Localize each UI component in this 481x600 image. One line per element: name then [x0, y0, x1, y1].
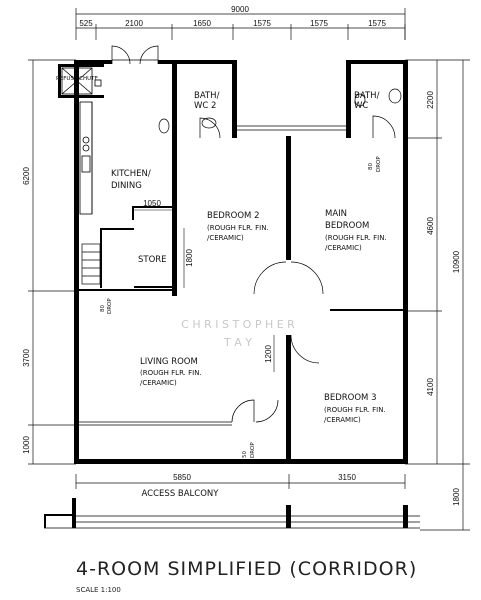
dim-right-4100: 4100	[426, 378, 435, 396]
bedroom2-label: BEDROOM 2	[207, 211, 259, 221]
bottom-dimensions	[75, 474, 406, 489]
dim-bottom-3150: 3150	[338, 473, 356, 482]
bath-wc-label-1: BATH/	[354, 91, 380, 101]
drop80-left-num: 80	[100, 305, 106, 312]
watermark-line-2: T A Y	[223, 336, 252, 349]
dim-top-2100: 2100	[125, 19, 143, 28]
dim-top-525: 525	[79, 19, 93, 28]
kitchen-label-2: DINING	[111, 181, 142, 191]
bath-wc2-label-1: BATH/	[194, 91, 220, 101]
drop80-left-text: DROP	[107, 298, 113, 314]
dim-right-2200: 2200	[426, 91, 435, 109]
bedroom3-finish-2: /CERAMIC)	[324, 416, 361, 424]
dim-store-1800: 1800	[185, 249, 194, 267]
bath-wc-label-2: WC	[354, 101, 368, 111]
bedroom3-finish-1: (ROUGH FLR. FIN.	[324, 406, 386, 414]
dim-door-1200: 1200	[264, 345, 273, 363]
main-bedroom-finish-1: (ROUGH FLR. FIN.	[325, 234, 387, 242]
drop50-text: DROP	[250, 442, 256, 458]
drop80-right-num: 80	[368, 163, 374, 170]
main-bedroom-finish-2: /CERAMIC)	[325, 244, 362, 252]
drop80-right-text: DROP	[376, 156, 382, 172]
living-finish-2: /CERAMIC)	[140, 379, 177, 387]
watermark-line-1: C H R I S T O P H E R	[181, 318, 295, 331]
living-label: LIVING ROOM	[140, 357, 198, 367]
main-bedroom-label-2: BEDROOM	[325, 221, 369, 231]
living-window	[79, 421, 232, 426]
inner-dim-lines	[134, 209, 275, 372]
step-stair	[81, 243, 101, 285]
dim-store-1050: 1050	[143, 199, 161, 208]
refuse-chute-symbol	[61, 67, 102, 95]
top-dimensions	[75, 8, 406, 40]
dim-bottom-5850: 5850	[173, 473, 191, 482]
access-balcony-label: ACCESS BALCONY	[142, 489, 220, 499]
bedroom3-label: BEDROOM 3	[324, 393, 376, 403]
dim-top-1575-c: 1575	[368, 19, 386, 28]
dim-top-1575-a: 1575	[253, 19, 271, 28]
main-bedroom-label-1: MAIN	[325, 209, 347, 219]
drop50-num: 50	[242, 451, 248, 458]
balcony-lines	[44, 515, 420, 529]
exterior-walls	[74, 60, 408, 464]
refuse-chute-label: REFUSE CHUTE	[56, 76, 99, 82]
dim-left-1000: 1000	[22, 436, 31, 454]
access-balcony	[44, 498, 408, 528]
bath-wc2-label-2: WC 2	[194, 101, 216, 111]
dim-overall-width: 9000	[231, 5, 249, 14]
right-dimensions	[405, 59, 470, 531]
dim-right-10900: 10900	[452, 250, 461, 273]
plan-title: 4-ROOM SIMPLIFIED (CORRIDOR)	[76, 558, 418, 580]
dim-balcony-1800: 1800	[452, 488, 461, 506]
living-finish-1: (ROUGH FLR. FIN.	[140, 369, 202, 377]
dim-left-3700: 3700	[22, 349, 31, 367]
left-dimensions	[28, 59, 76, 465]
dim-left-6200: 6200	[22, 167, 31, 185]
interior-walls	[58, 60, 408, 464]
plan-scale: SCALE 1:100	[76, 586, 121, 594]
kitchen-counter	[79, 101, 93, 215]
bedroom2-finish-2: /CERAMIC)	[207, 234, 244, 242]
dim-right-4600: 4600	[426, 217, 435, 235]
dim-top-1575-b: 1575	[310, 19, 328, 28]
bedroom2-finish-1: (ROUGH FLR. FIN.	[207, 224, 269, 232]
door-swings	[111, 45, 402, 423]
kitchen-label-1: KITCHEN/	[111, 169, 151, 179]
store-label: STORE	[138, 255, 167, 265]
dim-top-1650: 1650	[193, 19, 211, 28]
